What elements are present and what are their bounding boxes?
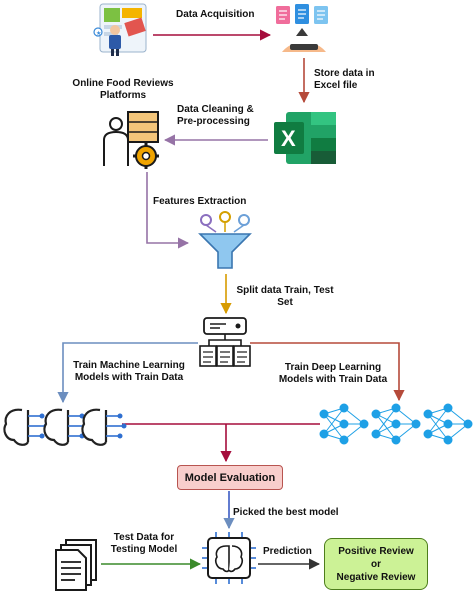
excel-icon: X <box>274 112 336 164</box>
ai-chip-icon <box>202 532 256 584</box>
model-evaluation-label: Model Evaluation <box>184 471 276 484</box>
neural-network-icon <box>319 403 473 445</box>
svg-text:★: ★ <box>96 30 101 37</box>
label-picked-best-model: Picked the best model <box>233 507 339 518</box>
brain-circuit-icon <box>3 408 127 446</box>
label-split-data: Split data Train, Test Set <box>236 285 334 308</box>
label-train-ml: Train Machine Learning Models with Train… <box>73 360 185 383</box>
label-data-cleaning: Data Cleaning & Pre-processing <box>177 104 254 127</box>
documents-icon <box>55 539 97 591</box>
label-store-data: Store data in Excel file <box>314 68 375 91</box>
label-train-dl: Train Deep Learning Models with Train Da… <box>278 362 388 385</box>
arrow-train-dl <box>250 342 405 402</box>
arrow-train-ml <box>57 342 198 404</box>
label-data-acquisition: Data Acquisition <box>176 9 255 20</box>
worker-gear-icon <box>103 111 159 169</box>
svg-text:X: X <box>281 126 296 151</box>
label-online-food-reviews: Online Food Reviews Platforms <box>72 78 174 101</box>
label-test-data: Test Data for Testing Model <box>110 532 178 555</box>
data-split-icon <box>199 317 251 367</box>
review-platform-icon: ★ <box>93 3 147 56</box>
label-features-extraction: Features Extraction <box>153 196 247 207</box>
funnel-icon <box>198 211 252 269</box>
result-box: Positive Review or Negative Review <box>324 538 428 590</box>
label-prediction: Prediction <box>263 546 312 557</box>
file-upload-icon <box>276 4 328 52</box>
model-evaluation-box: Model Evaluation <box>177 465 283 490</box>
arrow-features <box>146 172 190 249</box>
